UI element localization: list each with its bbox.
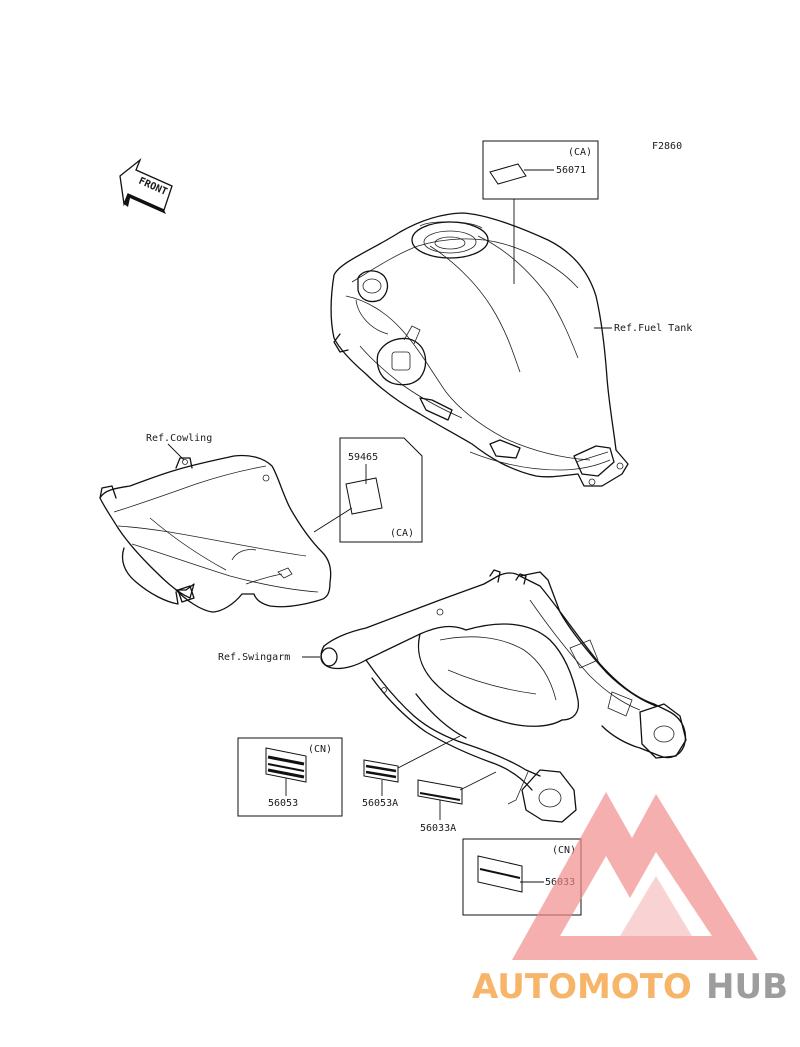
- callout-56071: (CA) 56071: [482, 140, 599, 284]
- callout-56033a: 56033A: [417, 771, 497, 834]
- label-sticker-56053a: [363, 759, 399, 783]
- part-number-56071: 56071: [556, 165, 586, 176]
- ref-fuel-tank-label: Ref.Fuel Tank: [614, 323, 692, 334]
- callout-59465: 59465 (CA): [313, 437, 423, 543]
- region-code-56053: (CN): [308, 744, 332, 755]
- part-number-56053: 56053: [268, 798, 298, 809]
- ref-cowling-label: Ref.Cowling: [146, 433, 212, 444]
- label-sticker-56053: [265, 747, 307, 783]
- label-sticker-56033: [477, 855, 523, 893]
- region-code-56033: (CN): [552, 845, 576, 856]
- watermark-brand-part2: HUB: [706, 967, 788, 1007]
- part-number-56053a: 56053A: [362, 798, 398, 809]
- figure-code: F2860: [652, 141, 682, 152]
- callout-box-59465: [339, 437, 423, 543]
- watermark-brand-part1: AUTOMOTO: [472, 967, 692, 1007]
- front-arrow-icon: FRONT: [119, 157, 173, 214]
- part-number-59465: 59465: [348, 452, 378, 463]
- callout-56053a: 56053A: [362, 735, 461, 809]
- fuel-tank-drawing: [330, 212, 629, 487]
- label-sticker-56033a: [417, 779, 463, 805]
- label-sticker-56071: [489, 163, 527, 185]
- region-code-56071: (CA): [568, 147, 592, 158]
- automotohub-watermark: AUTOMOTO HUB: [472, 792, 788, 1007]
- leader-59465: [313, 507, 353, 533]
- region-code-59465: (CA): [390, 528, 414, 539]
- part-number-56033a: 56033A: [420, 823, 456, 834]
- swingarm-drawing: [320, 569, 687, 823]
- callout-56053: (CN) 56053: [237, 737, 343, 817]
- cowling-drawing: [99, 454, 332, 613]
- leader-56033a: [459, 771, 497, 791]
- leader-56053a: [397, 735, 461, 769]
- ref-swingarm-label: Ref.Swingarm: [218, 652, 290, 663]
- automotohub-logo-icon: [512, 792, 758, 960]
